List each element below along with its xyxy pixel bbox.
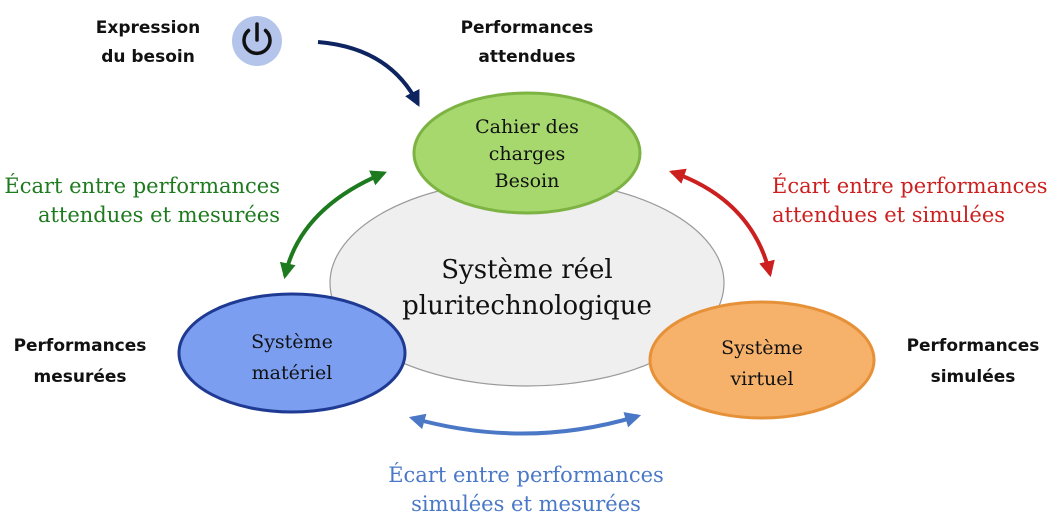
label-mesurees-line1: Performances: [14, 336, 147, 356]
ecart-attendues-mesurees-line1: Écart entre performances: [4, 174, 280, 198]
label-expression-line1: Expression: [96, 18, 201, 38]
materiel-node-line1: Système: [251, 331, 333, 353]
besoin-arrow: [317, 40, 420, 107]
gap-arrow-simulees-mesurees: [408, 412, 642, 436]
central-system-title-line1: Système réel: [441, 255, 613, 285]
label-attendues-line1: Performances: [461, 18, 594, 38]
gap-arrow-attendues-simulees: [668, 168, 775, 278]
label-simulees-line1: Performances: [907, 336, 1040, 356]
ecart-simulees-mesurees-line2: simulées et mesurées: [411, 492, 641, 516]
systeme-materiel-node: [177, 292, 407, 414]
ecart-attendues-mesurees-line2: attendues et mesurées: [38, 203, 280, 227]
virtuel-node-line1: Système: [721, 337, 803, 359]
central-system-title-line2: pluritechnologique: [402, 291, 652, 321]
ecart-simulees-mesurees-line1: Écart entre performances: [388, 463, 664, 487]
gap-arrow-attendues-mesurees: [279, 170, 387, 280]
label-expression-line2: du besoin: [101, 47, 195, 67]
virtuel-node-line2: virtuel: [729, 368, 793, 390]
ecart-attendues-simulees-line2: attendues et simulées: [772, 203, 1005, 227]
materiel-node-line2: matériel: [252, 362, 333, 384]
cahier-node-line1: Cahier des: [475, 116, 579, 138]
label-attendues-line2: attendues: [478, 47, 575, 67]
cahier-des-charges-node: [412, 91, 642, 215]
systeme-virtuel-node: [648, 300, 876, 420]
cahier-node-line2: charges: [489, 143, 565, 165]
label-mesurees-line2: mesurées: [33, 367, 126, 387]
label-simulees-line2: simulées: [931, 367, 1016, 387]
cahier-node-line3: Besoin: [495, 170, 560, 192]
ecart-attendues-simulees-line1: Écart entre performances: [772, 174, 1048, 198]
power-icon: [232, 16, 282, 66]
